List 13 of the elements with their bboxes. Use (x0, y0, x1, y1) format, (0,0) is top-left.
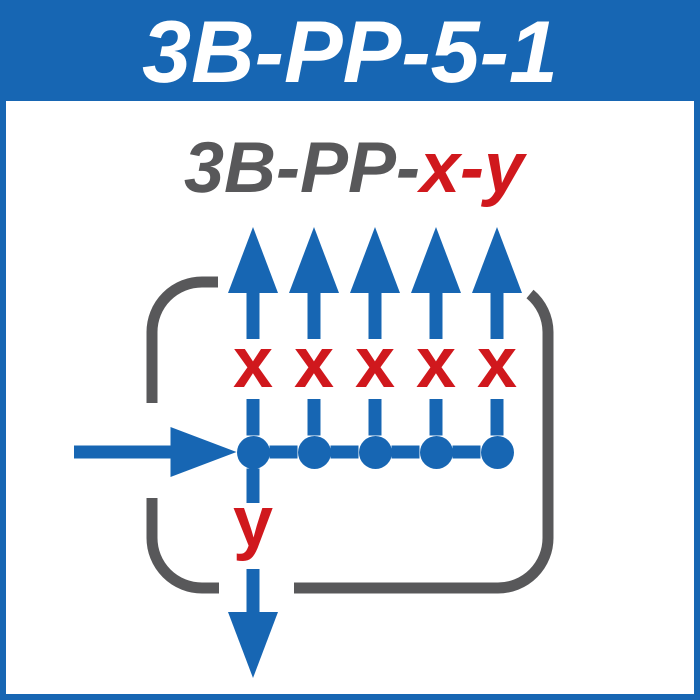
edge-label: x (475, 339, 519, 399)
housing-outline (146, 276, 554, 594)
edge-label: x (353, 339, 397, 399)
connector-line (392, 446, 420, 458)
connector-line (452, 446, 480, 458)
edge-label: x (231, 339, 275, 399)
edge-label: x (414, 339, 458, 399)
connector-line (270, 446, 298, 458)
edge-label: y (231, 503, 275, 569)
edge-label: x (292, 339, 336, 399)
title: 3B-PP-5-1 (141, 8, 559, 96)
arrow (74, 427, 236, 477)
connector-line (330, 446, 358, 458)
